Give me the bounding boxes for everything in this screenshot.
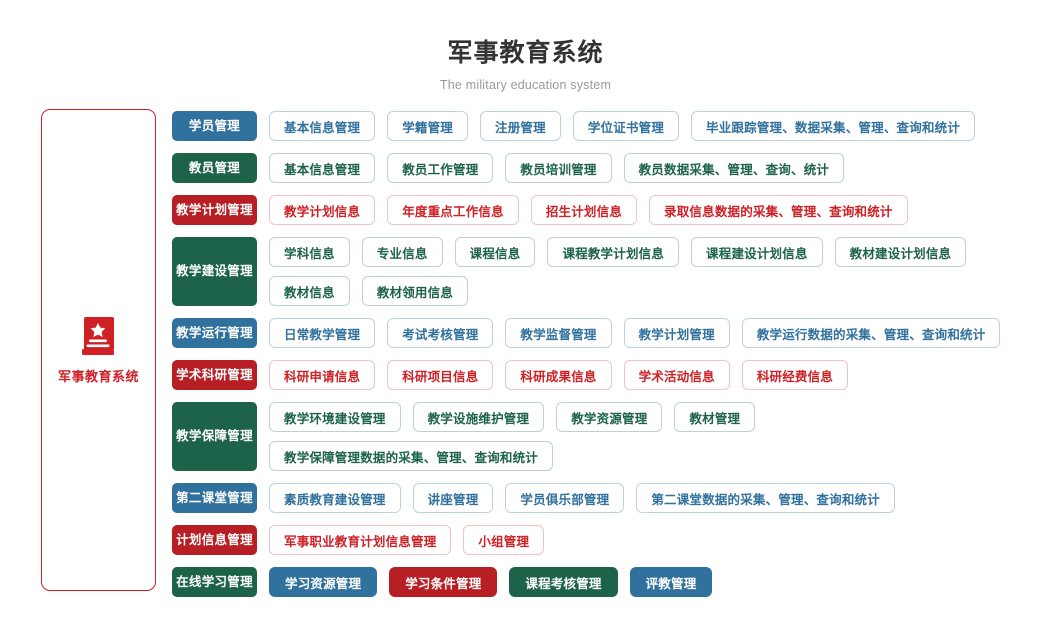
- module-rows: 学员管理基本信息管理学籍管理注册管理学位证书管理毕业跟踪管理、数据采集、管理、查…: [172, 109, 1051, 598]
- module-item-button[interactable]: 教学运行数据的采集、管理、查询和统计: [741, 318, 1001, 349]
- module-item-button[interactable]: 学习条件管理: [389, 567, 498, 598]
- module-item-button[interactable]: 教学环境建设管理: [269, 402, 401, 433]
- module-row: 教员管理基本信息管理教员工作管理教员培训管理教员数据采集、管理、查询、统计: [172, 153, 1051, 184]
- module-item-button[interactable]: 评教管理: [629, 567, 713, 598]
- content-area: 军事教育系统 学员管理基本信息管理学籍管理注册管理学位证书管理毕业跟踪管理、数据…: [0, 109, 1051, 598]
- module-row-label[interactable]: 计划信息管理: [172, 525, 257, 556]
- module-item-button[interactable]: 讲座管理: [412, 483, 494, 514]
- module-item-button[interactable]: 录取信息数据的采集、管理、查询和统计: [649, 195, 908, 226]
- module-item-button[interactable]: 教学监督管理: [505, 318, 612, 349]
- module-row: 教学计划管理教学计划信息年度重点工作信息招生计划信息录取信息数据的采集、管理、查…: [172, 195, 1051, 226]
- module-item-group: 基本信息管理学籍管理注册管理学位证书管理毕业跟踪管理、数据采集、管理、查询和统计: [269, 111, 976, 142]
- module-row-label[interactable]: 第二课堂管理: [172, 483, 257, 514]
- module-row-label[interactable]: 教学运行管理: [172, 318, 257, 349]
- module-item-button[interactable]: 教材信息: [269, 276, 350, 307]
- module-item-button[interactable]: 小组管理: [463, 525, 545, 556]
- module-item-button[interactable]: 基本信息管理: [269, 111, 376, 142]
- module-item-group: 素质教育建设管理讲座管理学员俱乐部管理第二课堂数据的采集、管理、查询和统计: [269, 483, 895, 514]
- module-row: 教学建设管理学科信息专业信息课程信息课程教学计划信息课程建设计划信息教材建设计划…: [172, 237, 1051, 307]
- module-row: 学术科研管理科研申请信息科研项目信息科研成果信息学术活动信息科研经费信息: [172, 360, 1051, 391]
- module-row: 教学运行管理日常教学管理考试考核管理教学监督管理教学计划管理教学运行数据的采集、…: [172, 318, 1051, 349]
- module-row-label[interactable]: 学员管理: [172, 111, 257, 142]
- module-item-button[interactable]: 课程建设计划信息: [691, 237, 823, 268]
- module-item-button[interactable]: 学科信息: [269, 237, 350, 268]
- module-row: 学员管理基本信息管理学籍管理注册管理学位证书管理毕业跟踪管理、数据采集、管理、查…: [172, 111, 1051, 142]
- module-item-button[interactable]: 教学计划管理: [623, 318, 730, 349]
- module-item-group: 军事职业教育计划信息管理小组管理: [269, 525, 545, 556]
- module-item-button[interactable]: 教材管理: [674, 402, 756, 433]
- module-item-button[interactable]: 科研项目信息: [387, 360, 494, 391]
- module-item-button[interactable]: 教员数据采集、管理、查询、统计: [623, 153, 845, 184]
- module-item-button[interactable]: 军事职业教育计划信息管理: [269, 525, 452, 556]
- sidebar-system-label: 军事教育系统: [57, 369, 139, 385]
- module-item-group: 教学计划信息年度重点工作信息招生计划信息录取信息数据的采集、管理、查询和统计: [269, 195, 908, 226]
- module-item-group: 基本信息管理教员工作管理教员培训管理教员数据采集、管理、查询、统计: [269, 153, 845, 184]
- module-item-button[interactable]: 教学保障管理数据的采集、管理、查询和统计: [269, 441, 554, 472]
- page-subtitle: The military education system: [439, 78, 612, 93]
- module-item-button[interactable]: 学习资源管理: [269, 567, 378, 598]
- module-item-button[interactable]: 课程信息: [454, 237, 536, 268]
- module-row: 计划信息管理军事职业教育计划信息管理小组管理: [172, 525, 1051, 556]
- module-item-button[interactable]: 招生计划信息: [530, 195, 638, 226]
- module-row-label[interactable]: 在线学习管理: [172, 567, 257, 598]
- page-header: 军事教育系统 The military education system: [0, 0, 1051, 92]
- module-item-group: 日常教学管理考试考核管理教学监督管理教学计划管理教学运行数据的采集、管理、查询和…: [269, 318, 1001, 349]
- module-item-button[interactable]: 考试考核管理: [387, 318, 494, 349]
- module-item-button[interactable]: 学员俱乐部管理: [505, 483, 625, 514]
- module-item-button[interactable]: 教材建设计划信息: [834, 237, 967, 268]
- module-item-button[interactable]: 教学计划信息: [269, 195, 376, 226]
- page-title: 军事教育系统: [447, 39, 604, 67]
- module-item-button[interactable]: 教员培训管理: [505, 153, 612, 184]
- module-item-button[interactable]: 素质教育建设管理: [269, 483, 401, 514]
- book-star-icon: [81, 315, 117, 357]
- module-item-button[interactable]: 课程考核管理: [509, 567, 618, 598]
- module-item-button[interactable]: 科研经费信息: [741, 360, 849, 391]
- module-item-button[interactable]: 学位证书管理: [572, 111, 680, 142]
- module-item-button[interactable]: 课程教学计划信息: [547, 237, 680, 268]
- module-item-button[interactable]: 年度重点工作信息: [387, 195, 519, 226]
- module-row-label[interactable]: 学术科研管理: [172, 360, 257, 391]
- module-item-group: 学习资源管理学习条件管理课程考核管理评教管理: [269, 567, 713, 598]
- sidebar-system-card[interactable]: 军事教育系统: [41, 109, 156, 592]
- module-item-button[interactable]: 科研成果信息: [505, 360, 612, 391]
- module-item-button[interactable]: 毕业跟踪管理、数据采集、管理、查询和统计: [691, 111, 976, 142]
- module-item-button[interactable]: 教学资源管理: [556, 402, 663, 433]
- module-item-button[interactable]: 科研申请信息: [269, 360, 376, 391]
- module-item-group: 教学环境建设管理教学设施维护管理教学资源管理教材管理教学保障管理数据的采集、管理…: [269, 402, 1051, 472]
- module-item-button[interactable]: 注册管理: [480, 111, 561, 142]
- module-item-button[interactable]: 学籍管理: [387, 111, 469, 142]
- module-row: 教学保障管理教学环境建设管理教学设施维护管理教学资源管理教材管理教学保障管理数据…: [172, 402, 1051, 472]
- module-item-button[interactable]: 基本信息管理: [269, 153, 376, 184]
- module-item-group: 科研申请信息科研项目信息科研成果信息学术活动信息科研经费信息: [269, 360, 849, 391]
- module-item-button[interactable]: 教学设施维护管理: [412, 402, 545, 433]
- module-item-button[interactable]: 第二课堂数据的采集、管理、查询和统计: [636, 483, 895, 514]
- module-item-button[interactable]: 专业信息: [361, 237, 443, 268]
- module-row-label[interactable]: 教学计划管理: [172, 195, 257, 226]
- module-item-button[interactable]: 教员工作管理: [387, 153, 494, 184]
- module-item-button[interactable]: 日常教学管理: [269, 318, 376, 349]
- module-item-group: 学科信息专业信息课程信息课程教学计划信息课程建设计划信息教材建设计划信息教材信息…: [269, 237, 1051, 307]
- module-row-label[interactable]: 教员管理: [172, 153, 257, 184]
- module-row: 在线学习管理学习资源管理学习条件管理课程考核管理评教管理: [172, 567, 1051, 598]
- module-item-button[interactable]: 学术活动信息: [623, 360, 730, 391]
- module-row-label[interactable]: 教学保障管理: [172, 402, 257, 472]
- module-row-label[interactable]: 教学建设管理: [172, 237, 257, 307]
- module-row: 第二课堂管理素质教育建设管理讲座管理学员俱乐部管理第二课堂数据的采集、管理、查询…: [172, 483, 1051, 514]
- module-item-button[interactable]: 教材领用信息: [361, 276, 469, 307]
